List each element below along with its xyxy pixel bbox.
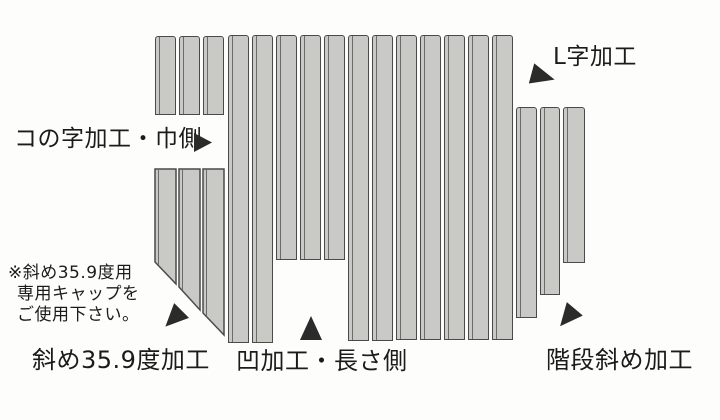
staircase-pointer-icon [552,302,583,333]
slat [203,36,224,115]
slat [372,35,393,341]
slat [324,35,345,260]
slat [179,36,200,115]
note-cap-usage: ※斜め35.9度用 専用キャップを ご使用下さい。 [8,263,140,326]
label-l-shape-cut: L字加工 [553,44,637,70]
note-line-3: ご使用下さい。 [17,305,140,325]
label-konoji-cut-width-side: コの字加工・巾側 [14,126,202,152]
slat [300,35,321,260]
slat [516,107,537,318]
slat [348,35,369,341]
concave-pointer-icon [300,316,322,340]
note-line-2: 専用キャップを [17,284,140,304]
slat [492,35,513,340]
slat [540,107,560,295]
label-diagonal-35-9-cut: 斜め35.9度加工 [32,346,210,374]
slat [468,35,489,340]
slat [420,35,441,340]
slat [563,107,585,263]
konoji-pointer-icon [194,133,212,152]
slat [396,35,417,340]
slat [228,35,249,343]
slat [276,35,297,260]
diagonal-cut-slats [154,168,225,337]
note-line-1: ※斜め35.9度用 [8,263,133,283]
slat [252,35,273,343]
label-concave-cut-length-side: 凹加工・長さ側 [236,347,408,375]
slat [155,36,176,115]
label-staircase-diagonal-cut: 階段斜め加工 [546,346,693,374]
slat [444,35,465,340]
